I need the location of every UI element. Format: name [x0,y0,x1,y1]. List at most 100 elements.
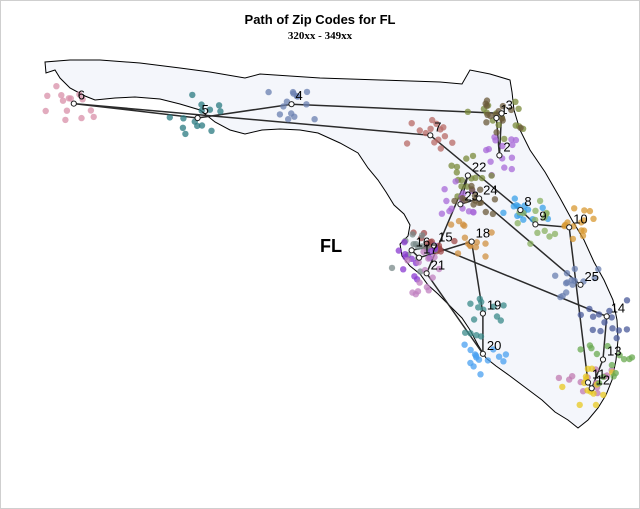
zip-point-region-24 [462,197,469,204]
zip-point-region-20 [502,351,510,358]
region-centroid-marker [498,110,505,117]
zip-point-region-22 [458,183,465,190]
map-title: Path of Zip Codes for FL [244,12,396,27]
region-centroid-marker [408,247,415,254]
zip-point-region-20 [495,353,503,360]
zip-point-region-12 [584,365,592,372]
zip-point-region-10 [578,227,585,234]
zip-point-region-20 [475,356,483,363]
zip-point-region-13 [620,356,628,363]
zip-point-region-4 [311,116,318,123]
zip-point-region-20 [467,346,474,354]
zip-point-region-21 [423,283,431,291]
region-label: 7 [434,119,441,134]
region-label: 13 [607,344,621,359]
region-label: 8 [524,194,531,209]
zip-point-region-13 [600,373,607,381]
zip-point-region-9 [514,220,521,227]
zip-point-region-22 [469,152,477,160]
zip-point-region-13 [577,346,584,353]
region-centroid-marker [431,242,438,249]
zip-point-region-14 [623,326,631,333]
zip-point-region-6 [44,92,51,100]
zip-point-region-6 [63,107,71,114]
zip-point-region-9 [541,227,548,234]
zip-point-region-8 [510,203,517,210]
zip-point-region-18 [482,240,489,247]
zip-point-region-22 [488,172,495,179]
zip-point-region-6 [79,96,86,103]
region-label: 5 [202,102,209,117]
zip-point-region-4 [290,90,297,97]
zip-point-region-10 [590,215,597,222]
zip-point-region-23 [448,205,455,212]
zip-point-region-19 [467,330,474,337]
zip-point-region-3 [483,119,490,126]
zip-point-region-14 [613,334,620,342]
zip-point-region-1 [464,108,471,116]
region-label: 15 [438,230,452,245]
zip-point-region-4 [283,98,291,105]
zip-point-region-18 [482,253,489,260]
zip-point-region-24 [482,208,489,216]
zip-point-region-16 [418,232,426,239]
region-label: 6 [78,88,85,103]
zip-point-region-2 [508,136,515,143]
zip-point-region-13 [595,380,603,387]
region-label: 10 [573,211,587,226]
zip-point-region-14 [589,326,596,334]
region-label: 16 [416,234,430,249]
zip-point-region-13 [616,352,623,359]
zip-point-region-5 [215,102,223,109]
zip-point-region-10 [578,219,585,226]
zip-point-region-14 [586,305,593,313]
zip-point-region-18 [459,221,467,228]
zip-point-region-19 [478,298,485,306]
region-centroid-marker [577,281,584,288]
zip-point-region-6 [53,83,60,90]
region-label: 2 [503,139,510,154]
zip-point-region-5 [166,114,173,121]
zip-point-region-5 [198,107,205,114]
zip-point-region-3 [499,117,506,124]
zip-point-region-3 [499,102,507,110]
region-centroid-marker [479,350,486,357]
region-label: 1 [500,102,507,117]
zip-point-region-22 [453,163,461,171]
zip-point-region-24 [468,186,476,193]
zip-point-region-25 [552,272,559,279]
zip-point-region-21 [429,274,436,281]
zip-point-region-1 [512,98,519,106]
zip-point-region-22 [448,162,455,169]
zip-point-region-25 [563,270,571,277]
zip-point-region-14 [595,311,603,318]
zip-point-region-1 [495,121,502,129]
zip-point-region-16 [388,264,396,272]
zip-point-region-9 [534,229,541,236]
zip-point-region-18 [461,234,469,241]
zip-point-region-7 [437,145,444,152]
zip-point-region-6 [42,107,49,115]
region-centroid-marker [427,132,434,139]
zip-point-region-5 [198,122,206,129]
region-centroid-marker [566,224,573,231]
region-centroid-marker [194,114,201,122]
zip-point-region-10 [571,205,578,212]
zip-point-region-2 [499,142,506,150]
region-centroid-marker [476,195,483,202]
zip-point-region-12 [592,401,600,409]
zip-point-region-14 [597,327,604,335]
zip-point-region-22 [458,176,465,184]
zip-point-region-2 [508,154,516,161]
zip-point-region-7 [431,139,438,146]
zip-point-region-18 [472,243,480,251]
zip-point-region-5 [182,130,189,138]
zip-point-region-13 [593,350,601,358]
zip-point-region-2 [501,164,508,171]
zip-point-region-18 [447,221,455,228]
zip-point-region-11 [555,374,563,382]
zip-point-region-4 [291,113,298,120]
zip-point-region-21 [425,255,432,262]
zip-point-region-19 [467,300,474,307]
region-label: 22 [472,160,486,175]
